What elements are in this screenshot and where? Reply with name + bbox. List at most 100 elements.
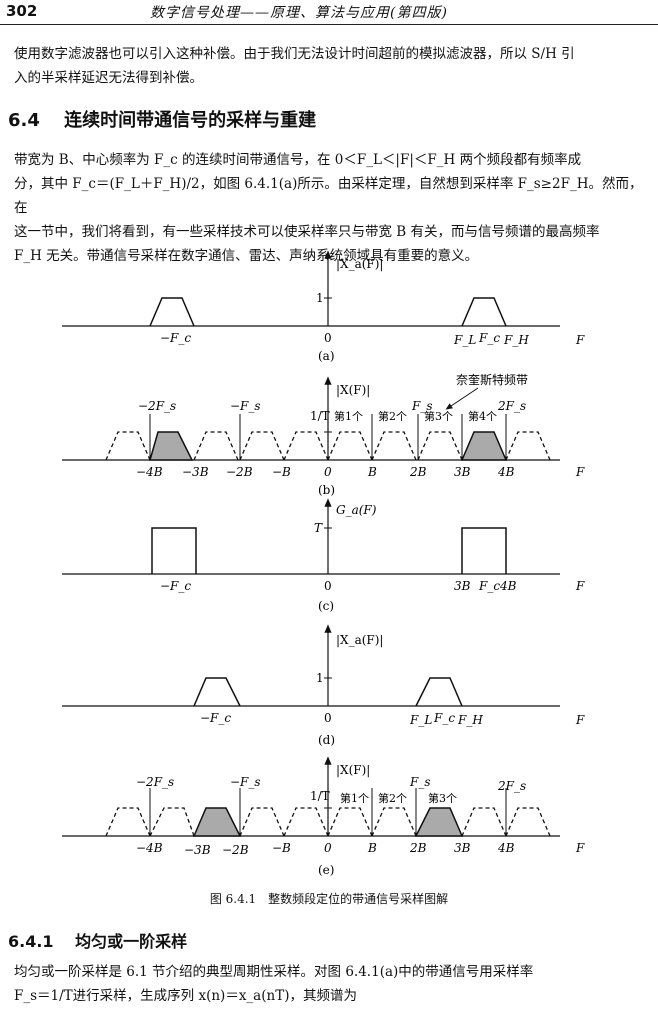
ylabel-a: |X_a(F)|: [336, 257, 383, 271]
image-band: [417, 431, 463, 461]
label-f: F: [575, 579, 585, 593]
label-f: F: [575, 333, 585, 347]
label-neg-fc: −F_c: [200, 711, 231, 725]
paragraph-uniform-sampling: 均匀或一阶采样是 6.1 节介绍的典型周期性采样。对图 6.4.1(a)中的带通…: [14, 960, 654, 1008]
label-neg-fs: −F_s: [230, 399, 261, 413]
label-fs: F_s: [411, 399, 432, 413]
tick-label: 4B: [497, 465, 515, 479]
band-label: 第4个: [468, 409, 497, 423]
label-fc: F_c: [433, 711, 455, 725]
band-label: 第1个: [340, 791, 369, 805]
tick-label: 0: [324, 841, 332, 855]
ylabel-d: |X_a(F)|: [336, 633, 383, 647]
subsection-title: 均匀或一阶采样: [75, 932, 188, 951]
section-heading: 6.4 连续时间带通信号的采样与重建: [8, 106, 316, 132]
band-label: 第3个: [424, 409, 453, 423]
label-fl: F_L: [409, 713, 432, 727]
image-band: [327, 807, 373, 837]
tick-label: B: [367, 465, 377, 479]
tick-label: 3B: [454, 841, 471, 855]
page-header: 302 数字信号处理——原理、算法与应用(第四版): [0, 0, 658, 25]
ylabel-b: |X(F)|: [336, 383, 370, 397]
label-f: F: [575, 713, 585, 727]
figure-6-4-1: |X_a(F)| 1 −F_c 0 F_L F_c F_H F (a): [62, 250, 585, 877]
section-number: 6.4: [8, 110, 40, 131]
tick-label: 3B: [454, 465, 471, 479]
panel-tag: (d): [318, 733, 335, 747]
image-bands: [105, 807, 551, 837]
band-label: 第1个: [334, 409, 363, 423]
label-neg-2fs: −2F_s: [138, 399, 176, 413]
panel-a: |X_a(F)| 1 −F_c 0 F_L F_c F_H F (a): [62, 250, 585, 363]
image-band: [239, 807, 285, 837]
tick-label: −B: [272, 465, 291, 479]
subsection-heading: 6.4.1 均匀或一阶采样: [8, 928, 187, 952]
tick-label: −2B: [222, 843, 249, 857]
image-band: [105, 807, 151, 837]
tick-label: 2B: [409, 841, 427, 855]
label-neg-2fs: −2F_s: [136, 775, 174, 789]
band-dividers: [149, 414, 507, 460]
spectrum-negative: [149, 297, 195, 327]
panel-c: G_a(F) T −F_c 0 3B F_c 4B F (c): [62, 498, 585, 613]
panel-tag: (e): [318, 863, 334, 877]
label-neg-fc: −F_c: [160, 331, 191, 345]
tick-label: −B: [272, 841, 291, 855]
band-label: 第2个: [378, 409, 407, 423]
tick-label: 0: [324, 465, 332, 479]
running-title: 数字信号处理——原理、算法与应用(第四版): [150, 5, 448, 21]
nyquist-label: 奈奎斯特频带: [456, 372, 528, 387]
tick-label: −3B: [184, 843, 211, 857]
label-fc: F_c: [478, 331, 500, 345]
text-line: 这一节中，我们将看到，有一些采样技术可以使采样率只与带宽 B 有关，而与信号频谱…: [14, 224, 600, 240]
filter-negative: [151, 527, 197, 574]
label-fh: F_H: [503, 333, 529, 347]
text-line: 入的半采样延迟无法得到补偿。: [14, 70, 203, 86]
text-line: 带宽为 B、中心频率为 F_c 的连续时间带通信号，在 0＜F_L＜|F|＜F_…: [14, 152, 582, 168]
label-2fs: 2F_s: [497, 779, 526, 793]
tick-label: −4B: [136, 465, 163, 479]
original-band-positive: [414, 807, 464, 837]
band-dividers: [149, 788, 507, 836]
image-band: [105, 431, 151, 461]
label-t: T: [314, 521, 323, 535]
panel-e: |X(F)| 1/T −2F_s −F_s F_s 2F_s 第1个 第2个 第…: [62, 756, 585, 877]
tick-label: F: [575, 841, 585, 855]
original-band-positive: [460, 431, 508, 461]
paragraph-intro: 使用数字滤波器也可以引入这种补偿。由于我们无法设计时间超前的模拟滤波器，所以 S…: [14, 42, 654, 90]
tick-label: 2B: [409, 465, 427, 479]
spectrum-positive: [415, 677, 463, 707]
tick-label: −4B: [136, 841, 163, 855]
tick-label: −2B: [226, 465, 253, 479]
image-band: [327, 431, 373, 461]
image-band: [505, 431, 551, 461]
band-label: 第2个: [378, 791, 407, 805]
paragraph-bandpass: 带宽为 B、中心频率为 F_c 的连续时间带通信号，在 0＜F_L＜|F|＜F_…: [14, 148, 654, 268]
text-line: F_H 无关。带通信号采样在数字通信、雷达、声纳系统领域具有重要的意义。: [14, 248, 479, 264]
label-zero: 0: [324, 579, 332, 593]
label-fc: F_c: [478, 579, 500, 593]
ylabel-c: G_a(F): [336, 503, 377, 517]
image-band: [193, 431, 239, 461]
band-label: 第3个: [428, 791, 457, 805]
subsection-number: 6.4.1: [8, 932, 54, 951]
image-band: [239, 431, 285, 461]
label-zero: 0: [324, 711, 332, 725]
nyquist-arrow: [445, 387, 479, 410]
image-band: [283, 431, 329, 461]
tick-labels: −4B −3B −2B −B 0 B 2B 3B 4B F: [136, 465, 585, 479]
spectrum-negative: [193, 677, 241, 707]
label-neg-fc: −F_c: [160, 579, 191, 593]
tick-label: F: [575, 465, 585, 479]
filter-positive: [461, 527, 507, 574]
label-inv-t: 1/T: [310, 789, 330, 803]
original-band-negative: [149, 431, 194, 461]
label-inv-t: 1/T: [310, 409, 330, 423]
page-number: 302: [6, 2, 38, 20]
tick-labels: −4B −3B −2B −B 0 B 2B 3B 4B F: [136, 841, 585, 857]
image-band: [371, 807, 417, 837]
text-line: 均匀或一阶采样是 6.1 节介绍的典型周期性采样。对图 6.4.1(a)中的带通…: [14, 964, 534, 980]
panel-b: 奈奎斯特频带 |X(F)| 1/T −2F_s −F_s F_s 2F_s 第1…: [62, 372, 585, 497]
label-one: 1: [316, 291, 324, 305]
panel-tag: (b): [318, 483, 335, 497]
